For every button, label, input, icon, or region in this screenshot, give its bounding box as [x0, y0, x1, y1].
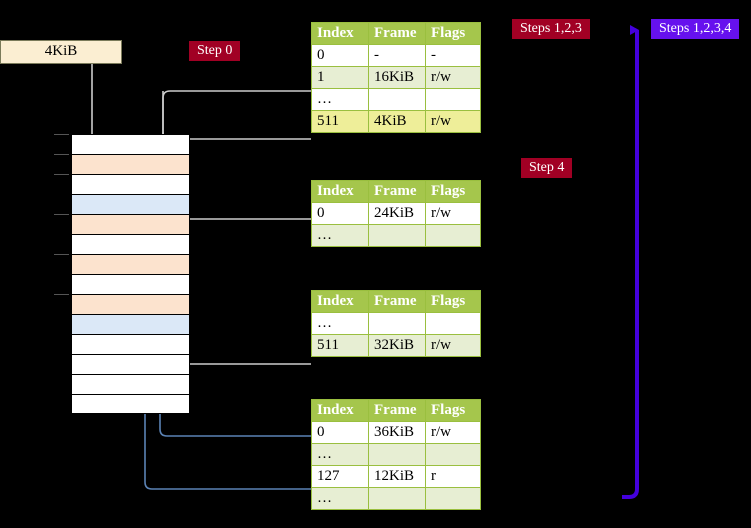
cell-flags	[425, 312, 481, 335]
cell-frame: 32KiB	[368, 334, 426, 357]
cell-flags	[425, 88, 481, 111]
memory-frame-row	[71, 294, 190, 314]
cell-index: …	[311, 443, 369, 466]
cell-frame	[368, 88, 426, 111]
cell-frame: 16KiB	[368, 66, 426, 89]
cell-index: …	[311, 224, 369, 247]
cell-index: 0	[311, 202, 369, 225]
connector-l2-0-to-memory	[172, 218, 311, 256]
cell-frame	[368, 487, 426, 510]
memory-frame-row	[71, 274, 190, 294]
memory-frame-row	[71, 174, 190, 194]
badge-step-4-label: Step 4	[529, 160, 565, 175]
memory-frame-row	[71, 254, 190, 274]
column-header-flags: Flags	[425, 22, 481, 45]
cell-index: 0	[311, 421, 369, 444]
table-row: 0--	[311, 44, 481, 67]
memory-frame-row	[71, 314, 190, 334]
memory-tick-mark	[54, 214, 69, 215]
purple-return-arrow	[622, 25, 639, 499]
cell-frame: -	[368, 44, 426, 67]
badge-steps-123: Steps 1,2,3	[512, 19, 590, 40]
cell-flags: -	[425, 44, 481, 67]
cell-flags: r/w	[425, 334, 481, 357]
cell-flags	[425, 487, 481, 510]
column-header-index: Index	[311, 290, 369, 313]
column-header-frame: Frame	[368, 180, 426, 203]
physical-memory-column	[54, 134, 190, 416]
column-header-frame: Frame	[368, 22, 426, 45]
table-row: …	[311, 224, 481, 247]
badge-steps-1234-label: Steps 1,2,3,4	[659, 21, 732, 36]
connector-l1-511-to-memory	[162, 90, 311, 140]
column-header-flags: Flags	[425, 180, 481, 203]
cell-frame: 12KiB	[368, 465, 426, 488]
memory-tick-mark	[54, 174, 69, 175]
cell-frame: 36KiB	[368, 421, 426, 444]
cell-flags: r/w	[425, 110, 481, 133]
badge-step-0: Step 0	[189, 41, 241, 62]
badge-step-0-label: Step 0	[197, 43, 233, 58]
memory-tick-mark	[54, 294, 69, 295]
cell-flags: r	[425, 465, 481, 488]
memory-frame-row	[71, 134, 190, 154]
memory-tick-mark	[54, 154, 69, 155]
cell-index: 511	[311, 334, 369, 357]
column-header-frame: Frame	[368, 290, 426, 313]
memory-tick-mark	[54, 134, 69, 135]
connector-l3-511-to-memory	[167, 308, 311, 365]
memory-frame-row	[71, 194, 190, 214]
table-row: …	[311, 88, 481, 111]
memory-frame-row	[71, 354, 190, 374]
table-row: …	[311, 487, 481, 510]
page-size-box: 4KiB	[0, 40, 122, 64]
cell-flags	[425, 443, 481, 466]
cell-frame	[368, 443, 426, 466]
badge-steps-123-label: Steps 1,2,3	[520, 21, 582, 36]
table-row: …	[311, 443, 481, 466]
table-row: …	[311, 312, 481, 335]
column-header-frame: Frame	[368, 399, 426, 422]
badge-step-4: Step 4	[521, 158, 573, 179]
cell-frame	[368, 312, 426, 335]
cell-flags	[425, 224, 481, 247]
memory-tick-mark	[54, 254, 69, 255]
page-size-label: 4KiB	[44, 43, 78, 59]
badge-steps-1234: Steps 1,2,3,4	[651, 19, 740, 40]
cell-index: …	[311, 312, 369, 335]
cell-frame	[368, 224, 426, 247]
cell-flags: r/w	[425, 66, 481, 89]
cell-index: 127	[311, 465, 369, 488]
cell-flags: r/w	[425, 202, 481, 225]
cell-index: 0	[311, 44, 369, 67]
cell-index: …	[311, 487, 369, 510]
column-header-flags: Flags	[425, 399, 481, 422]
cell-frame: 24KiB	[368, 202, 426, 225]
cell-index: 1	[311, 66, 369, 89]
cell-index: …	[311, 88, 369, 111]
cell-frame: 4KiB	[368, 110, 426, 133]
column-header-index: Index	[311, 180, 369, 203]
memory-frame-row	[71, 374, 190, 394]
memory-frame-row	[71, 394, 190, 414]
column-header-index: Index	[311, 22, 369, 45]
column-header-flags: Flags	[425, 290, 481, 313]
memory-frame-row	[71, 334, 190, 354]
column-header-index: Index	[311, 399, 369, 422]
memory-frame-row	[71, 154, 190, 174]
memory-frame-row	[71, 234, 190, 254]
cell-flags: r/w	[425, 421, 481, 444]
cell-index: 511	[311, 110, 369, 133]
memory-frame-row	[71, 214, 190, 234]
